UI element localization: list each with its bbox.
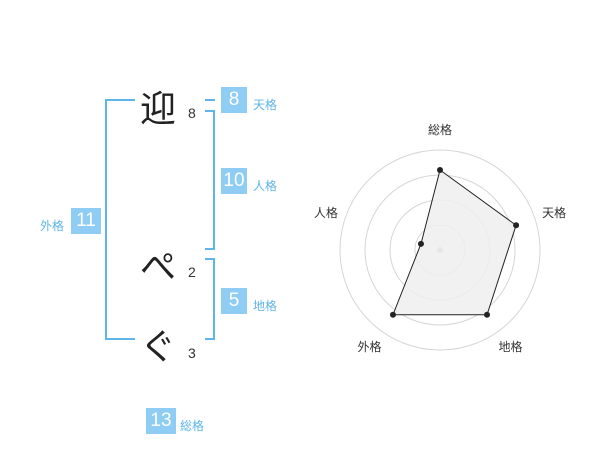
gaikaku-bracket-top <box>105 99 135 101</box>
jinkaku-value: 10 <box>221 168 247 194</box>
soukaku-value: 13 <box>146 408 176 434</box>
chikaku-label: 地格 <box>253 299 278 313</box>
radar-data-point-3 <box>484 311 491 318</box>
radar-data-point-4 <box>389 311 396 318</box>
jinkaku-label: 人格 <box>253 179 278 193</box>
tenkaku-label: 天格 <box>253 98 278 112</box>
radar-axis-label: 人格 <box>314 205 338 220</box>
radar-grid-ring <box>339 149 541 351</box>
gaikaku-bracket-bottom <box>105 338 135 340</box>
name-char-3: ぐ <box>140 327 177 368</box>
chikaku-bracket-bottom <box>205 338 215 340</box>
gaikaku-value: 11 <box>71 208 101 234</box>
soukaku-label: 総格 <box>180 419 205 433</box>
radar-data-point-1 <box>437 167 443 173</box>
chikaku-bracket-vertical <box>213 258 215 340</box>
name-char-1-strokes: 8 <box>188 105 196 121</box>
jinkaku-bracket-vertical <box>213 110 215 250</box>
name-char-2: ぺ <box>140 247 177 288</box>
gaikaku-bracket-vertical <box>105 99 107 340</box>
radar-axis-label: 外格 <box>357 339 381 354</box>
radar-axis-label: 天格 <box>542 205 566 220</box>
jinkaku-bracket-top <box>205 110 215 112</box>
chikaku-bracket-top <box>205 258 215 260</box>
radar-data-polygon <box>392 169 517 316</box>
chikaku-value: 5 <box>221 288 247 314</box>
radar-data-point-5 <box>417 240 424 247</box>
radar-axis-label: 総格 <box>428 122 452 137</box>
name-char-2-strokes: 2 <box>188 264 196 280</box>
name-char-1: 迎 <box>140 89 177 130</box>
name-char-3-strokes: 3 <box>188 345 196 361</box>
tenkaku-value: 8 <box>221 87 247 113</box>
gaikaku-label: 外格 <box>40 219 65 233</box>
jinkaku-bracket-bottom <box>205 248 215 250</box>
radar-axis-label: 地格 <box>499 339 523 354</box>
tenkaku-connector <box>205 99 215 101</box>
radar-data-point-2 <box>513 222 520 229</box>
